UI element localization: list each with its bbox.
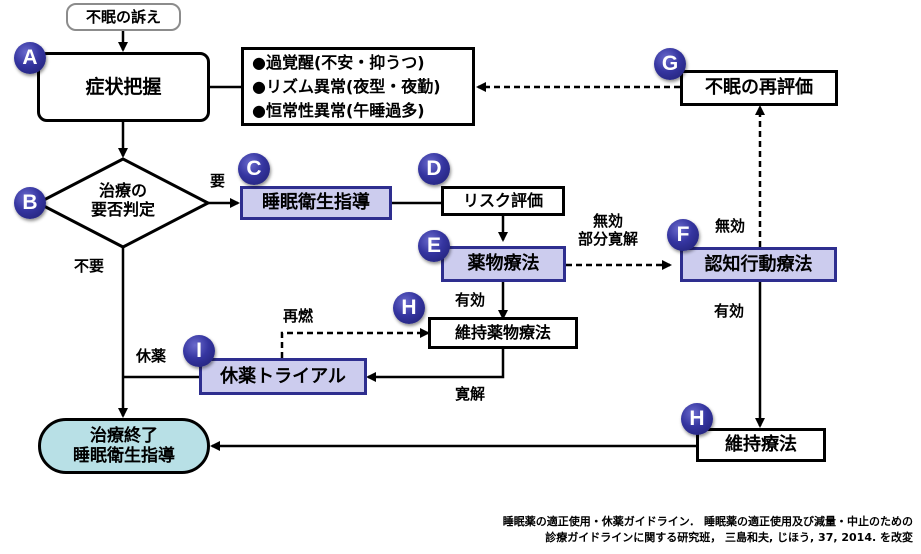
node-sleep-hygiene[interactable]: 睡眠衛生指導 — [240, 186, 392, 220]
badge-h-maintenance-drug: H — [393, 292, 425, 324]
badge-b: B — [14, 187, 46, 219]
node-treatment-decision-line2: 要否判定 — [90, 200, 155, 220]
node-withdrawal-trial[interactable]: 休薬トライアル — [199, 358, 367, 395]
edge-label-ineffective-partial-line2: 部分寛解 — [578, 230, 639, 248]
badge-e: E — [418, 230, 450, 262]
node-maintenance-drug-therapy[interactable]: 維持薬物療法 — [428, 317, 578, 349]
node-risk-assessment[interactable]: リスク評価 — [441, 186, 565, 216]
node-withdrawal-trial-label: 休薬トライアル — [220, 365, 346, 387]
node-sleep-hygiene-label: 睡眠衛生指導 — [262, 192, 370, 214]
node-maintenance-drug-therapy-label: 維持薬物療法 — [454, 323, 551, 343]
node-reevaluation[interactable]: 不眠の再評価 — [680, 70, 838, 106]
symptom-item-homeostatic: ●恒常性異常(午睡過多) — [252, 101, 425, 120]
source-credit-line2: 診療ガイドラインに関する研究班， 三島和夫, じほう, 37, 2014. を改… — [545, 531, 913, 544]
node-drug-therapy-label: 薬物療法 — [467, 253, 540, 275]
edge-label-ineffective-partial: 無効 部分寛解 — [578, 212, 638, 248]
node-risk-assessment-label: リスク評価 — [462, 191, 543, 211]
badge-c: C — [238, 153, 270, 185]
node-maintenance-therapy[interactable]: 維持療法 — [696, 428, 826, 462]
edge-label-ineffective: 無効 — [715, 217, 746, 235]
node-insomnia-complaint-label: 不眠の訴え — [85, 8, 161, 26]
badge-f: F — [667, 219, 699, 251]
edge-label-remission: 寛解 — [455, 385, 486, 403]
node-insomnia-complaint[interactable]: 不眠の訴え — [66, 3, 181, 31]
badge-i: I — [183, 335, 215, 367]
edge-label-not-needed: 不要 — [74, 257, 105, 275]
node-symptom-assessment[interactable]: 症状把握 — [37, 52, 210, 122]
decision-diamond-shape — [34, 157, 212, 249]
node-maintenance-therapy-label: 維持療法 — [725, 434, 797, 456]
node-treatment-end-line1: 治療終了 — [90, 425, 158, 446]
node-symptom-assessment-label: 症状把握 — [85, 75, 162, 98]
node-treatment-decision[interactable]: 治療の 要否判定 — [83, 181, 163, 219]
node-treatment-decision-line1: 治療の — [98, 181, 147, 200]
symptom-item-rhythm: ●リズム異常(夜型・夜勤) — [252, 77, 441, 96]
badge-g: G — [654, 48, 686, 80]
node-cbt-label: 認知行動療法 — [704, 253, 813, 275]
badge-a: A — [14, 42, 46, 74]
source-credit: 睡眠薬の適正使用・休薬ガイドライン． 睡眠薬の適正使用及び減量・中止のための 診… — [503, 514, 913, 546]
node-drug-therapy[interactable]: 薬物療法 — [441, 246, 566, 282]
symptom-type-list: ●過覚醒(不安・抑うつ) ●リズム異常(夜型・夜勤) ●恒常性異常(午睡過多) — [241, 47, 475, 126]
edge-maintdrug-trial — [366, 348, 505, 382]
symptom-item-hyperarousal: ●過覚醒(不安・抑うつ) — [252, 53, 425, 72]
node-reevaluation-label: 不眠の再評価 — [705, 77, 813, 99]
badge-d: D — [418, 153, 450, 185]
source-credit-line1: 睡眠薬の適正使用・休薬ガイドライン． 睡眠薬の適正使用及び減量・中止のための — [502, 515, 913, 528]
edge-label-relapse: 再燃 — [283, 307, 314, 325]
edge-label-ineffective-partial-line1: 無効 — [593, 212, 624, 230]
edge-label-withdrawal: 休薬 — [136, 347, 167, 365]
edge-label-effective-cbt: 有効 — [714, 302, 745, 320]
edge-label-needed: 要 — [210, 172, 226, 190]
node-treatment-end-line2: 睡眠衛生指導 — [73, 446, 175, 466]
badge-h-maintenance: H — [681, 403, 713, 435]
node-cbt[interactable]: 認知行動療法 — [680, 247, 837, 282]
node-treatment-end[interactable]: 治療終了 睡眠衛生指導 — [38, 418, 210, 474]
edge-trial-maintdrug — [280, 328, 430, 358]
edge-label-effective-drug: 有効 — [455, 291, 486, 309]
